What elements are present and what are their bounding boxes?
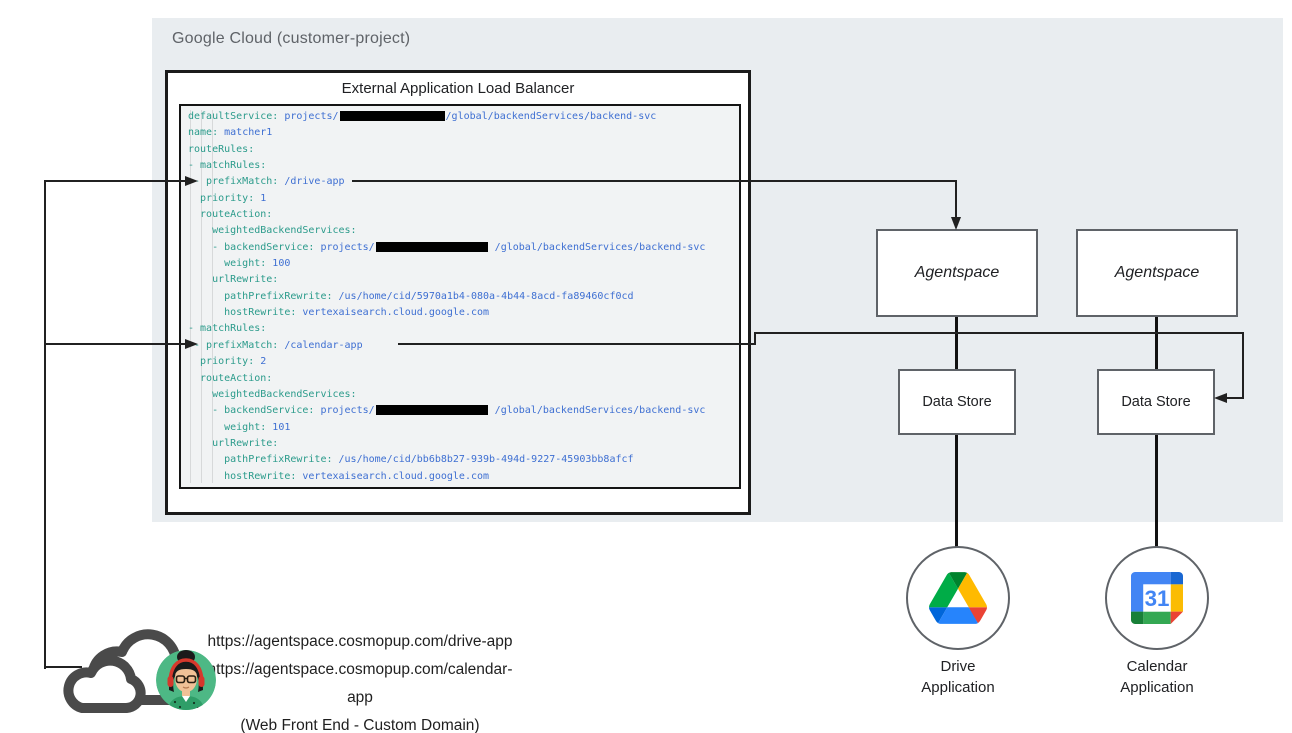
- google-drive-icon: [929, 572, 987, 624]
- code-line: - matchRules:: [188, 323, 267, 335]
- agentspace-box-2: Agentspace: [1076, 229, 1238, 317]
- code-line: routeAction:: [188, 209, 273, 221]
- google-cloud-label: Google Cloud (customer-project): [172, 30, 411, 47]
- drive-app-label-line2: Application: [921, 679, 995, 696]
- code-line: routeRules:: [188, 143, 255, 155]
- connector-agentspace1-datastore1: [955, 316, 958, 369]
- connector-calendar-rule-h3: [1226, 397, 1244, 399]
- calendar-app-circle: 31: [1105, 546, 1209, 650]
- connector-calendar-rule-h1: [398, 343, 756, 345]
- code-line: pathPrefixRewrite: /us/home/cid/bb6b8b27…: [188, 454, 634, 466]
- agentspace-label: Agentspace: [914, 264, 1000, 281]
- agentspace-box-1: Agentspace: [876, 229, 1038, 317]
- cloud-icon: [63, 629, 195, 713]
- arrowhead-agentspace1: [951, 217, 961, 230]
- indent-guide: [212, 110, 213, 483]
- calendar-url: https://agentspace.cosmopup.com/calendar…: [207, 661, 513, 706]
- drive-app-label: Drive Application: [888, 656, 1028, 698]
- code-line: - prefixMatch: /calendar-app: [188, 339, 363, 351]
- code-line: urlRewrite:: [188, 274, 279, 286]
- code-line: weightedBackendServices:: [188, 388, 357, 400]
- code-line: - prefixMatch: /drive-app: [188, 176, 345, 188]
- load-balancer-title: External Application Load Balancer: [341, 80, 575, 97]
- calendar-badge-number: 31: [1145, 586, 1170, 611]
- connector-drive-rule-v: [955, 180, 957, 220]
- front-end-caption: (Web Front End - Custom Domain): [240, 717, 480, 733]
- google-calendar-icon: 31: [1131, 572, 1183, 624]
- drive-app-circle: [906, 546, 1010, 650]
- code-line: weightedBackendServices:: [188, 225, 357, 237]
- code-line: - backendService: projects/ /global/back…: [188, 241, 706, 253]
- redacted-project-id: [375, 241, 488, 252]
- calendar-app-label-line2: Application: [1120, 679, 1194, 696]
- agentspace-label: Agentspace: [1114, 264, 1200, 281]
- datastore-box-2: Data Store: [1097, 369, 1215, 435]
- connector-calendar-jog: [754, 332, 756, 345]
- indent-guide: [201, 110, 202, 483]
- connector-calendar-rule-v: [1242, 332, 1244, 399]
- code-line: hostRewrite: vertexaisearch.cloud.google…: [188, 307, 490, 319]
- calendar-app-label-line1: Calendar: [1126, 658, 1188, 675]
- connector-user-stub: [44, 666, 82, 668]
- arrowhead-drive-rule: [185, 176, 198, 186]
- connector-user-to-calendar-rule: [44, 343, 185, 345]
- code-line: priority: 2: [188, 356, 267, 368]
- connector-calendar-rule-h2: [754, 332, 1244, 334]
- drive-url: https://agentspace.cosmopup.com/drive-ap…: [207, 633, 513, 650]
- arrowhead-datastore2: [1214, 393, 1227, 403]
- url-map-code-box: defaultService: projects//global/backend…: [179, 104, 741, 489]
- code-line: name: matcher1: [188, 127, 273, 139]
- connector-drive-rule-h: [352, 180, 957, 182]
- web-front-end: [60, 616, 210, 723]
- code-line: hostRewrite: vertexaisearch.cloud.google…: [188, 470, 490, 482]
- connector-user-trunk: [44, 181, 46, 669]
- url-map-yaml: defaultService: projects//global/backend…: [188, 109, 705, 485]
- code-line: weight: 100: [188, 258, 291, 270]
- front-end-urls: https://agentspace.cosmopup.com/drive-ap…: [205, 628, 515, 733]
- redacted-project-id: [339, 111, 445, 121]
- connector-agentspace2-datastore2: [1155, 316, 1158, 369]
- code-line: weight: 101: [188, 421, 291, 433]
- datastore-label: Data Store: [922, 394, 992, 410]
- code-line: - matchRules:: [188, 160, 267, 172]
- indent-guide: [190, 110, 191, 483]
- code-line: - backendService: projects/ /global/back…: [188, 405, 706, 417]
- code-line: defaultService: projects//global/backend…: [188, 111, 657, 122]
- load-balancer-box: External Application Load Balancer defau…: [165, 70, 751, 515]
- datastore-label: Data Store: [1121, 394, 1191, 410]
- code-line: routeAction:: [188, 372, 273, 384]
- code-line: priority: 1: [188, 192, 267, 204]
- drive-app-label-line1: Drive: [940, 658, 976, 675]
- redacted-project-id: [375, 405, 488, 416]
- connector-datastore2-calendar: [1155, 434, 1158, 547]
- datastore-box-1: Data Store: [898, 369, 1016, 435]
- code-line: pathPrefixRewrite: /us/home/cid/5970a1b4…: [188, 290, 634, 302]
- user-avatar-icon: [156, 650, 216, 715]
- code-line: urlRewrite:: [188, 437, 279, 449]
- arrowhead-calendar-rule: [185, 339, 198, 349]
- connector-user-to-drive-rule: [44, 180, 185, 182]
- calendar-app-label: Calendar Application: [1087, 656, 1227, 698]
- connector-datastore1-drive: [955, 434, 958, 547]
